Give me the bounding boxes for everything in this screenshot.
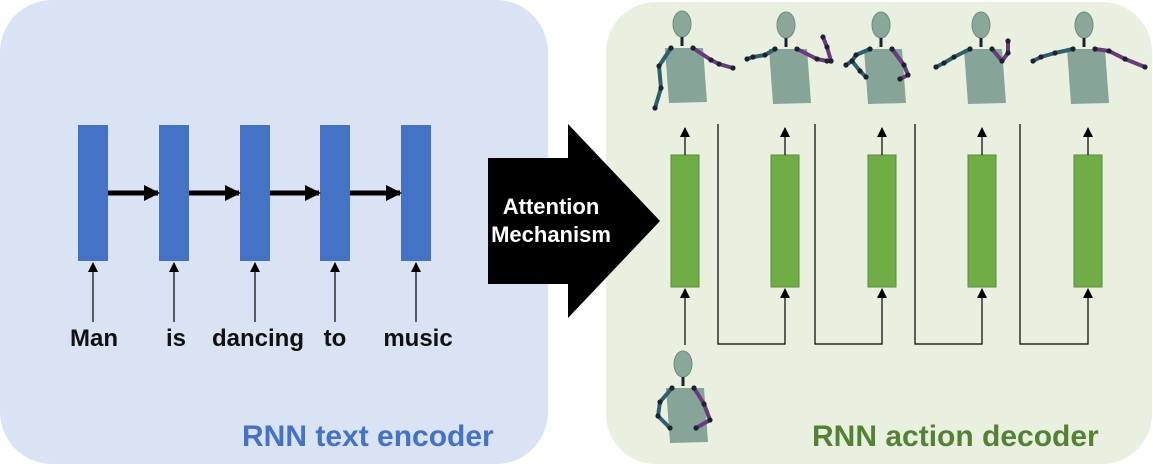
pose-figures — [652, 10, 1148, 443]
feedback-arrow — [814, 124, 887, 345]
output-pose-figure-2 — [744, 11, 834, 104]
encoder-cell — [401, 125, 431, 261]
encoder-label: RNN text encoder — [242, 420, 494, 453]
initial-pose-figure — [655, 350, 713, 443]
attention-arrow — [488, 124, 660, 318]
feedback-arrow — [717, 124, 790, 345]
encoder-cell — [159, 125, 189, 261]
encoder-cell — [240, 125, 270, 261]
decoder-cell — [770, 154, 800, 288]
feedback-arrow — [914, 124, 987, 345]
feedback-arrow — [1019, 124, 1093, 345]
input-word-music: music — [383, 325, 453, 352]
decoder-cell — [967, 154, 997, 288]
attention-label-line1: Attention — [502, 194, 600, 219]
input-word-to: to — [323, 325, 347, 352]
encoder-cells — [78, 125, 431, 261]
output-pose-figure-3 — [843, 11, 911, 104]
decoder-cell — [867, 154, 897, 288]
attention-label: Attention Mechanism — [484, 193, 618, 249]
encoder-panel — [0, 0, 548, 464]
output-pose-figure-4 — [933, 11, 1011, 104]
encoder-cell — [320, 125, 350, 261]
decoder-arrows — [680, 124, 1093, 345]
output-pose-figure-5 — [1030, 11, 1148, 104]
decoder-cell — [1073, 154, 1103, 288]
decoder-cells — [670, 154, 1103, 288]
input-word-man: Man — [70, 325, 118, 352]
decoder-cell — [670, 154, 700, 288]
encoder-arrows — [88, 185, 421, 322]
output-pose-figure-1 — [652, 10, 736, 111]
input-word-dancing: dancing — [211, 325, 304, 352]
decoder-label: RNN action decoder — [812, 420, 1099, 453]
attention-label-line2: Mechanism — [491, 222, 611, 247]
input-word-is: is — [165, 325, 186, 352]
encoder-cell — [78, 125, 108, 261]
